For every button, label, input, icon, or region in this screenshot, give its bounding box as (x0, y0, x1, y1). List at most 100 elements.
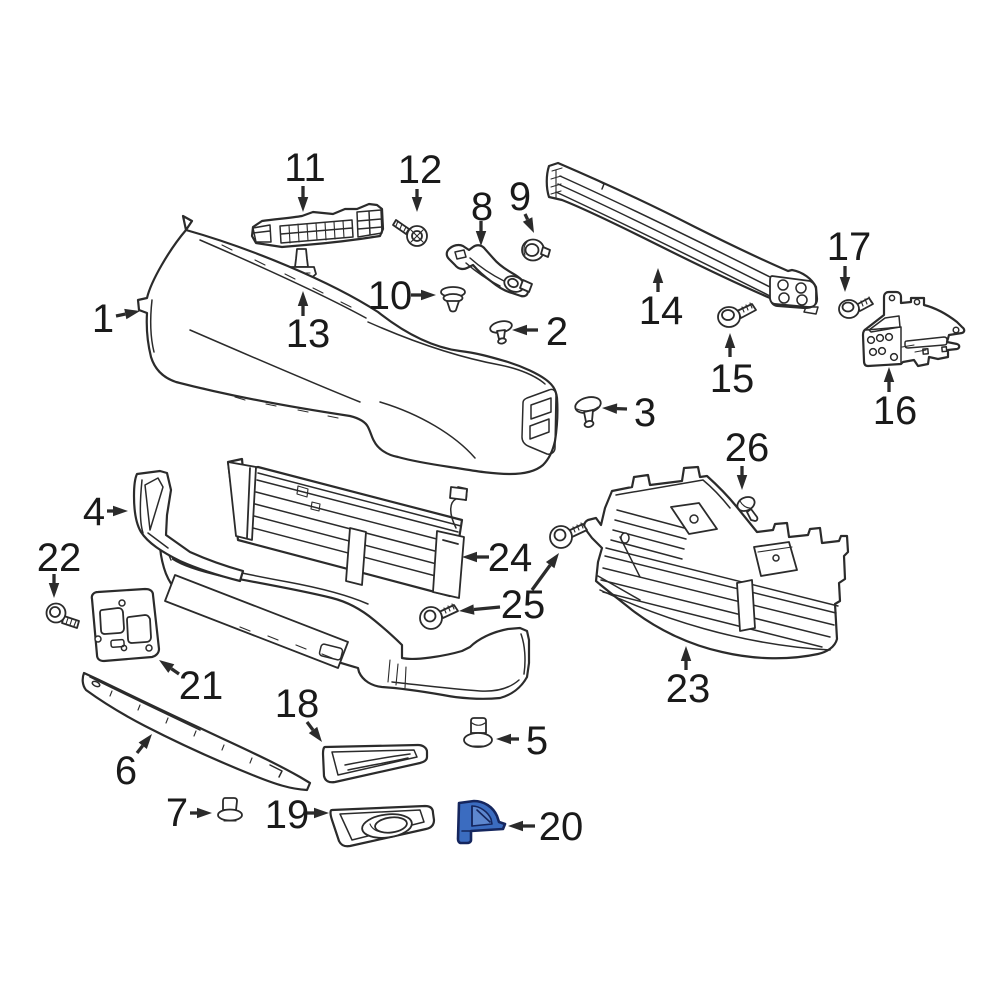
part-22-screw (45, 602, 80, 629)
callout-21: 21 (159, 660, 223, 708)
part-number-label: 22 (37, 536, 82, 580)
callout-25: 25 (459, 553, 559, 627)
part-17-bolt (838, 296, 874, 319)
leader-line (170, 667, 180, 676)
part-5-clip (463, 717, 493, 748)
part-number-label: 16 (873, 389, 918, 433)
part-18-fog-garnish (321, 743, 429, 784)
part-number-label: 17 (827, 225, 872, 269)
arrowhead-icon (680, 646, 692, 661)
callout-7: 7 (166, 791, 212, 835)
part-19-fog-bezel (329, 804, 436, 848)
part-21-license-plate-bracket (90, 587, 161, 663)
leader-line (115, 312, 126, 318)
arrowhead-icon (297, 197, 309, 212)
part-4-side-bracket (132, 469, 245, 583)
callout-2: 2 (512, 310, 568, 354)
part-16-mount-bracket (861, 290, 966, 368)
leader-line (305, 721, 315, 731)
callout-20: 20 (508, 805, 583, 849)
part-number-label: 4 (83, 490, 105, 534)
arrowhead-icon (724, 333, 736, 348)
part-3-clip (574, 396, 602, 429)
callout-22: 22 (37, 536, 82, 598)
callout-26: 26 (725, 426, 770, 490)
part-25-bolt-lower (419, 603, 459, 630)
arrowhead-icon (462, 551, 477, 563)
callout-13: 13 (286, 291, 331, 356)
arrowhead-icon (308, 726, 322, 742)
arrowhead-icon (602, 403, 618, 414)
callout-16: 16 (873, 367, 918, 433)
callout-19: 19 (265, 793, 329, 837)
arrowhead-icon (113, 505, 128, 517)
arrowhead-icon (197, 807, 212, 819)
part-15-bolt (717, 302, 757, 328)
arrowhead-icon (159, 660, 175, 673)
part-number-label: 15 (710, 357, 755, 401)
part-11-upper-bracket (250, 202, 385, 249)
part-number-label: 19 (265, 793, 310, 837)
part-number-label: 26 (725, 426, 770, 470)
arrowhead-icon (652, 268, 664, 283)
part-number-label: 11 (284, 146, 326, 190)
leader-line (473, 605, 501, 612)
part-number-label: 20 (539, 805, 584, 849)
arrowhead-icon (314, 807, 329, 819)
callout-11: 11 (284, 146, 326, 212)
arrowhead-icon (411, 197, 423, 212)
arrowhead-icon (297, 291, 309, 306)
arrowhead-icon (124, 308, 140, 320)
callout-9: 9 (509, 175, 534, 233)
part-25-bolt-upper (549, 522, 588, 549)
arrowhead-icon (839, 277, 851, 292)
part-front-bumper-lower-face (158, 541, 531, 700)
arrowhead-icon (48, 583, 60, 598)
part-7-clip (217, 797, 243, 822)
callout-15: 15 (710, 333, 755, 401)
part-number-label: 2 (546, 310, 568, 354)
part-number-label: 21 (179, 664, 224, 708)
part-26-clip (736, 496, 759, 522)
part-12-screw (392, 219, 428, 247)
callout-5: 5 (496, 719, 548, 763)
part-number-label: 6 (115, 749, 137, 793)
part-number-label: 3 (634, 391, 656, 435)
part-6-lower-trim-strip (81, 671, 312, 792)
arrowhead-icon (736, 475, 748, 490)
arrowhead-icon (421, 289, 436, 301)
part-number-label: 25 (501, 583, 546, 627)
arrowhead-icon (475, 231, 487, 246)
part-8-sensor-bracket (445, 243, 533, 298)
callout-23: 23 (666, 646, 711, 711)
part-1-front-bumper-cover (136, 214, 559, 501)
part-number-label: 9 (509, 175, 531, 219)
part-number-label: 13 (286, 312, 331, 356)
part-23-lower-grille-shutter (583, 465, 850, 660)
part-number-label: 5 (526, 719, 548, 763)
callout-8: 8 (471, 185, 493, 246)
callout-6: 6 (115, 734, 152, 793)
arrowhead-icon (883, 367, 895, 382)
callout-10: 10 (368, 274, 436, 318)
leader-line (135, 744, 145, 755)
part-24-active-shutter (226, 457, 468, 599)
callout-4: 4 (83, 490, 128, 534)
part-10-clip (440, 286, 466, 313)
part-number-label: 8 (471, 185, 493, 229)
leader-line (530, 564, 552, 591)
callout-14: 14 (639, 268, 683, 333)
part-14-bumper-reinforcement (545, 161, 819, 315)
arrowhead-icon (138, 734, 152, 750)
part-number-label: 12 (398, 148, 443, 192)
part-number-label: 24 (488, 536, 533, 580)
part-number-label: 23 (666, 667, 711, 711)
part-9-grommet (521, 238, 551, 262)
part-20-fog-bracket-highlighted (456, 799, 507, 845)
callout-1: 1 (92, 297, 140, 341)
callout-18: 18 (275, 682, 322, 742)
arrowhead-icon (508, 820, 523, 832)
arrowhead-icon (459, 604, 475, 615)
